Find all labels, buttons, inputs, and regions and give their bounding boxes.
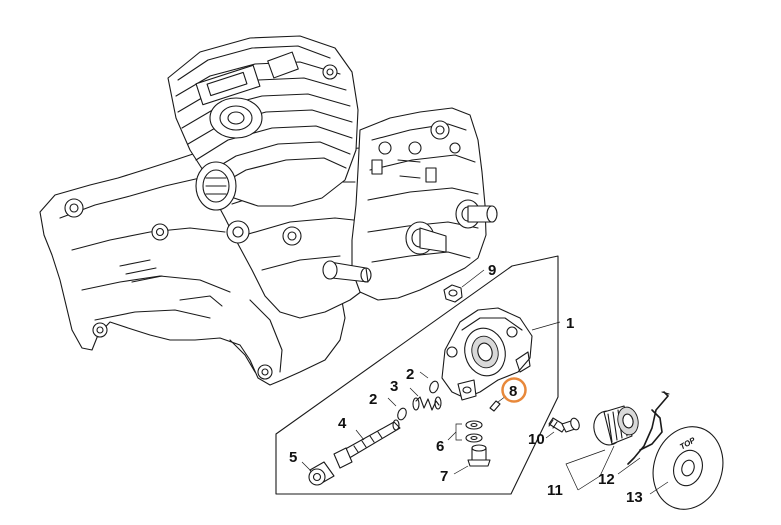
part-4-adjuster-shaft bbox=[333, 419, 401, 469]
part-9-nut bbox=[443, 269, 485, 303]
callout-2-lower: 2 bbox=[369, 391, 377, 408]
leader-13 bbox=[649, 481, 669, 495]
part-6-washers bbox=[447, 420, 483, 443]
part-7-screw bbox=[453, 444, 491, 475]
callout-2-upper: 2 bbox=[406, 366, 414, 383]
callout-6: 6 bbox=[436, 438, 444, 455]
part-11-worm-gear bbox=[593, 405, 639, 446]
assembly-outline bbox=[275, 255, 559, 495]
callout-13: 13 bbox=[626, 489, 643, 506]
callout-8: 8 bbox=[509, 383, 517, 400]
callout-5: 5 bbox=[289, 449, 297, 466]
part-10-bolt bbox=[545, 417, 580, 439]
part-1-oil-pump bbox=[441, 307, 561, 401]
engine-crankcase-assembly bbox=[39, 35, 498, 386]
part-13-disc: TOP bbox=[652, 426, 724, 510]
callout-12: 12 bbox=[598, 471, 615, 488]
callout-3: 3 bbox=[390, 378, 398, 395]
highlight-circle-8 bbox=[501, 377, 527, 403]
callout-4: 4 bbox=[338, 415, 347, 432]
leader-12 bbox=[617, 457, 641, 475]
callout-10: 10 bbox=[528, 431, 545, 448]
part-8-pin bbox=[489, 395, 507, 412]
callout-1: 1 bbox=[566, 315, 574, 332]
callout-11: 11 bbox=[547, 482, 563, 499]
leader-11 bbox=[565, 445, 615, 491]
part-12-spring-wire bbox=[627, 391, 670, 465]
part-5-sleeve bbox=[301, 461, 335, 486]
callout-7: 7 bbox=[440, 468, 448, 485]
callout-9: 9 bbox=[488, 262, 496, 279]
part-3-spring bbox=[409, 387, 442, 411]
part-2-o-rings bbox=[387, 371, 439, 421]
